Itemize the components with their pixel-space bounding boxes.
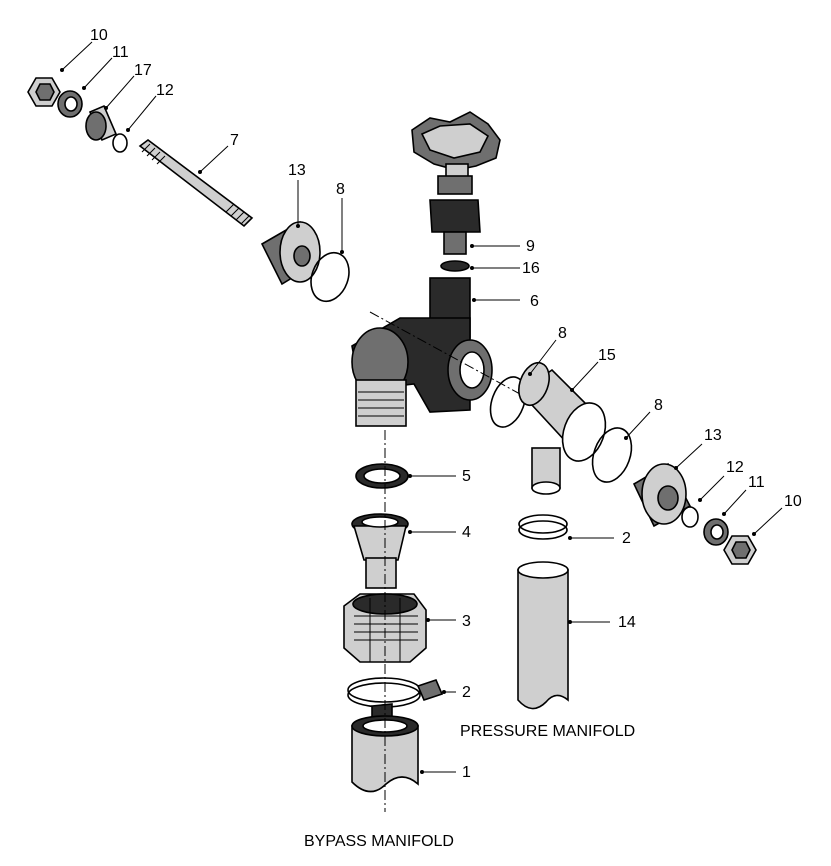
callout-7: 7: [230, 132, 239, 149]
part-12-oring-left: [112, 133, 128, 153]
part-2-clamp-pressure: [518, 514, 568, 540]
caption-bypass-manifold: BYPASS MANIFOLD: [304, 833, 454, 850]
callout-17: 17: [134, 62, 152, 79]
part-8-oring-tee-right: [591, 427, 633, 483]
callout-1: 1: [462, 764, 471, 781]
part-10-nut-right: [723, 535, 757, 565]
part-14-pipe-pressure: [517, 561, 569, 710]
leader-lines: [60, 41, 783, 774]
callout-4: 4: [462, 524, 471, 541]
callout-3: 3: [462, 613, 471, 630]
part-13-cap-left: [260, 220, 321, 286]
callout-8-tee-right: 8: [654, 397, 663, 414]
part-6-valve-body: [351, 277, 493, 427]
callout-14: 14: [618, 614, 636, 631]
callout-16: 16: [522, 260, 540, 277]
callout-12-left: 12: [156, 82, 174, 99]
part-13-cap-right: [632, 462, 692, 528]
part-11-washer-left: [57, 90, 83, 118]
part-15-tee: [518, 361, 607, 495]
part-7-stem: [138, 139, 254, 228]
callout-10-left: 10: [90, 27, 108, 44]
callout-8-upper: 8: [336, 181, 345, 198]
callout-11-left: 11: [112, 44, 129, 61]
part-valve-handwheel: [411, 111, 501, 195]
callout-6: 6: [530, 293, 539, 310]
callout-15: 15: [598, 347, 616, 364]
centerline-upper: [369, 311, 521, 395]
part-16-oring-bonnet: [440, 260, 470, 272]
caption-pressure-manifold: PRESSURE MANIFOLD: [460, 723, 635, 740]
part-9-bonnet: [429, 199, 481, 255]
callout-5: 5: [462, 468, 471, 485]
part-5-oring-bypass: [355, 463, 409, 489]
callout-2-bypass: 2: [462, 684, 471, 701]
part-8-oring-tee-left: [489, 376, 527, 428]
callout-labels: 10 11 17 12 7 13 8 9 16 6 8 15 8 13 12 1…: [90, 27, 802, 781]
callout-10-right: 10: [784, 493, 802, 510]
part-4-adapter: [351, 513, 409, 589]
callout-2-pressure: 2: [622, 530, 631, 547]
callout-11-right: 11: [748, 474, 765, 491]
callout-8-tee-left: 8: [558, 325, 567, 342]
part-17-spacer: [85, 104, 118, 142]
part-8-oring-upper: [310, 251, 350, 303]
callout-13-right: 13: [704, 427, 722, 444]
part-12-oring-right: [681, 506, 699, 528]
part-11-washer-right: [703, 518, 729, 546]
part-10-nut-left: [27, 77, 61, 107]
callout-12-right: 12: [726, 459, 744, 476]
callout-9: 9: [526, 238, 535, 255]
callout-13-left: 13: [288, 162, 306, 179]
